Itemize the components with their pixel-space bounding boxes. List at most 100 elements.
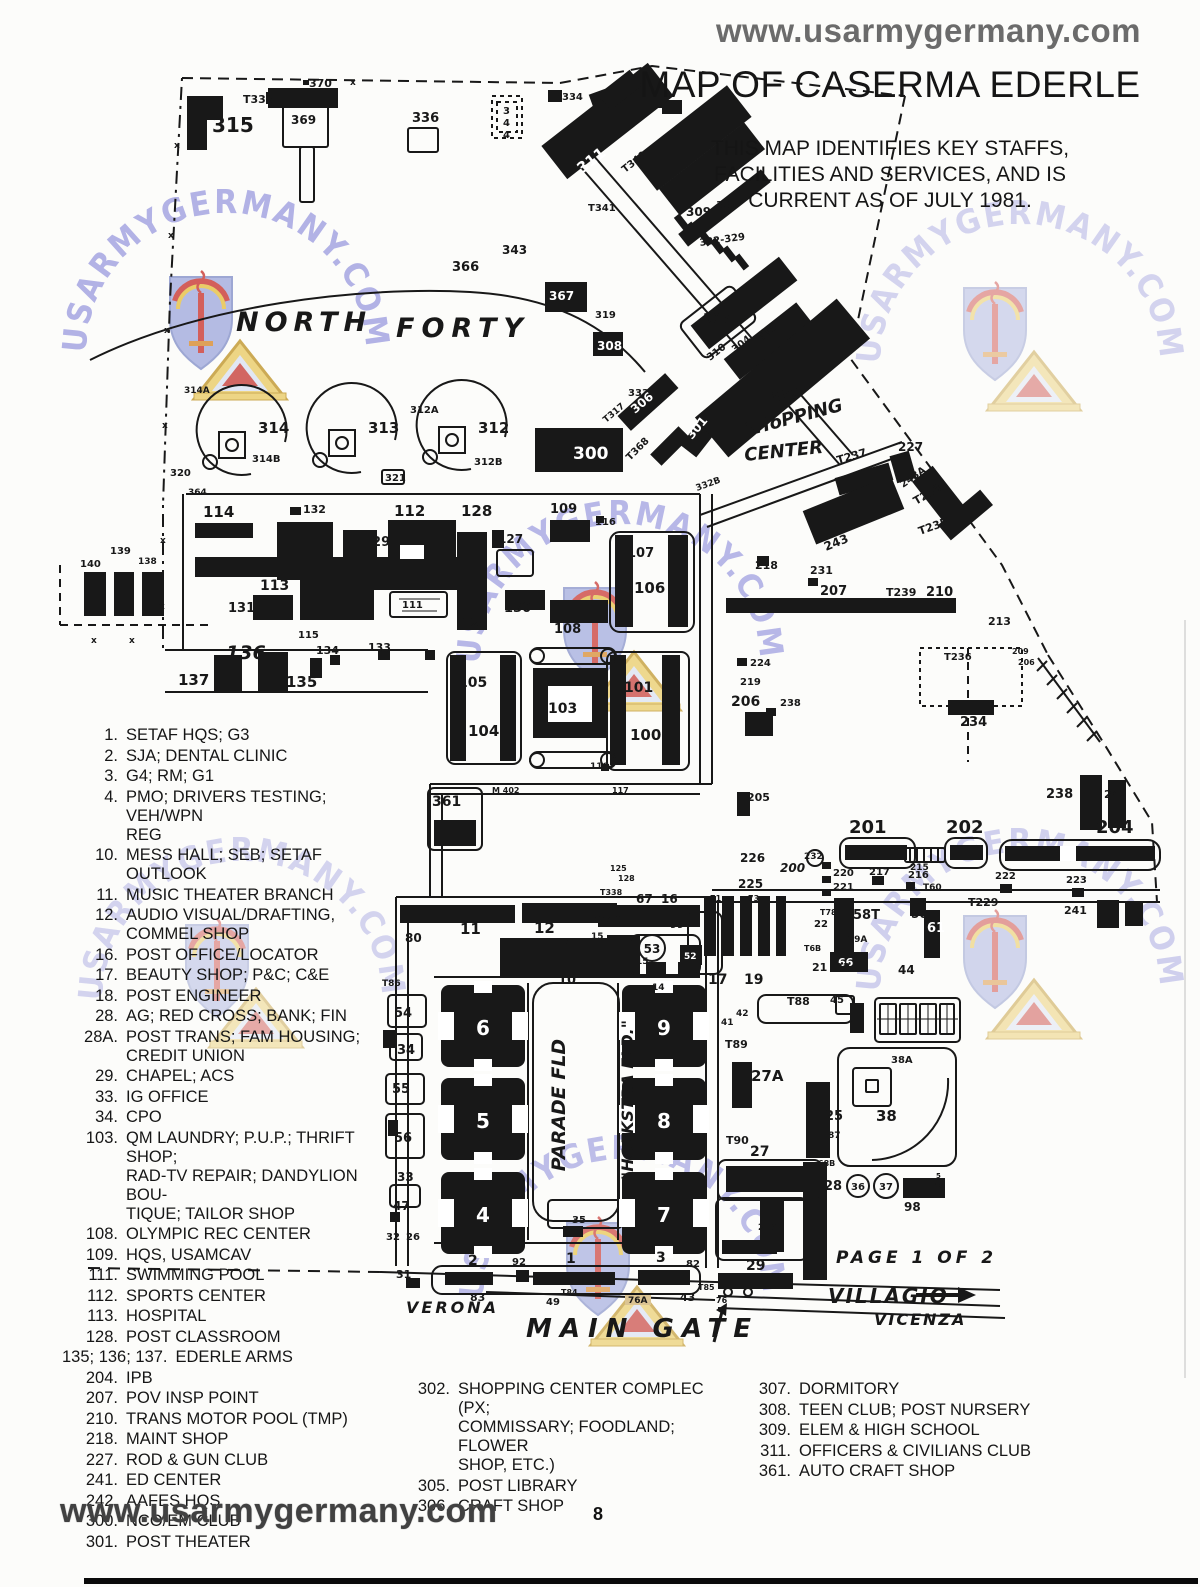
map-building-number: x (159, 602, 165, 612)
map-building (343, 530, 377, 580)
map-road-line (706, 452, 909, 528)
barracks-notch (474, 1059, 492, 1071)
map-building (678, 169, 771, 247)
legend-item-number: 29. (95, 1067, 118, 1085)
legend-item-text: BEAUTY SHOP; P&C; C&E (126, 966, 330, 984)
map-building-outline (629, 934, 701, 976)
map-road-line (712, 1307, 725, 1343)
map-building-number: 80 (405, 931, 422, 945)
map-building-number: 5 (476, 1109, 490, 1133)
map-building-number: 104 (468, 722, 499, 740)
legend-item: 361.AUTO CRAFT SHOP (727, 1462, 1077, 1481)
map-building (84, 572, 106, 616)
map-building (680, 945, 702, 965)
map-building-number: 82 (686, 1259, 700, 1270)
barracks-building (622, 1172, 706, 1254)
map-building-number: 367 (549, 289, 574, 303)
map-building (310, 658, 322, 678)
map-building-outline (299, 146, 315, 203)
legend-item: 311.OFFICERS & CIVILIANS CLUB (727, 1442, 1077, 1461)
map-building-number: 22 (814, 919, 828, 930)
map-building (492, 530, 504, 548)
map-building (658, 122, 766, 216)
map-circle-building (529, 648, 545, 664)
map-circle-building (723, 1287, 733, 1297)
map-building (1000, 884, 1012, 893)
arrow-head (716, 1303, 727, 1316)
legend-item-text: MAINT SHOP (126, 1430, 229, 1448)
legend-item: 112.SPORTS CENTER (62, 1287, 392, 1306)
map-building-outline (919, 1003, 937, 1035)
map-building-number: 101 (624, 680, 653, 696)
map-building-outline (389, 1033, 423, 1061)
map-building-number: 334 (562, 92, 583, 103)
baseball-infield (328, 429, 356, 457)
map-building-number: 56 (394, 1131, 412, 1146)
map-road-line (87, 1267, 381, 1273)
barracks-notch (512, 1012, 528, 1040)
map-building (834, 462, 894, 496)
map-building-number: 12 (534, 919, 555, 937)
legend-item: 111.SWIMMING POOL (62, 1266, 392, 1285)
map-building (378, 650, 390, 660)
page-title: MAP OF CASERMA EDERLE (639, 64, 1141, 105)
legend-item-number: 18. (95, 986, 118, 1005)
map-building-number: 312B (474, 457, 503, 468)
map-building-outline (687, 911, 723, 975)
map-building-number: 112 (394, 502, 425, 520)
map-building (938, 489, 993, 541)
map-building (910, 898, 926, 916)
legend-item: 218.MAINT SHOP (62, 1430, 392, 1449)
barracks-notch (512, 1105, 528, 1133)
map-building-number: 130 (504, 601, 531, 616)
legend-item-text: MUSIC THEATER BRANCH (126, 885, 334, 904)
map-building (722, 896, 734, 956)
map-building (388, 1120, 398, 1136)
map-building-number: T89 (725, 1038, 748, 1051)
map-building-number: 133 (368, 641, 391, 654)
legend-item-number: 135; 136; 137. (62, 1348, 168, 1366)
legend-item: 28.AG; RED CROSS; BANK; FIN (62, 1007, 392, 1026)
map-building-number: 205 (747, 791, 770, 804)
map-building (303, 80, 309, 85)
map-road-line (699, 441, 903, 516)
map-building-number: 28A (758, 1223, 778, 1233)
map-building-number: 366 (452, 260, 479, 275)
map-building-number: 5 (936, 1172, 941, 1180)
legend-item: 11.MUSIC THEATER BRANCH (62, 886, 392, 905)
map-building (330, 655, 340, 665)
map-building (425, 650, 435, 660)
map-building-number: 99 (670, 920, 684, 931)
map-building-number: 36 (851, 1182, 865, 1193)
legend-item: 301.POST THEATER (62, 1533, 392, 1552)
map-building-number: T88 (787, 995, 810, 1008)
arrow-head (958, 1287, 976, 1303)
map-building-outline (496, 549, 534, 577)
map-building (550, 520, 590, 542)
map-building-number: 1 (566, 1251, 576, 1267)
map-building-number: 76A (628, 1296, 648, 1306)
map-building-number: 32 (386, 1232, 400, 1243)
legend-item-number: 204. (85, 1368, 118, 1387)
legend-item-number: 308. (758, 1400, 791, 1419)
map-building-number: T85 (698, 1283, 715, 1292)
map-building (668, 535, 688, 627)
legend-item-number: 12. (95, 906, 118, 924)
map-building (834, 898, 854, 964)
scan-edge-line (84, 1578, 1198, 1584)
map-building-number: 129 (363, 535, 390, 550)
map-building (845, 845, 907, 860)
map-building-number: 43 (680, 1291, 695, 1304)
legend-item: 29.CHAPEL; ACS (62, 1067, 392, 1086)
map-building (924, 910, 940, 958)
map-building (697, 229, 714, 247)
map-building-number: 54 (394, 1006, 412, 1021)
legend-item-number: 28. (95, 1007, 118, 1025)
map-building-number: 34 (397, 1043, 415, 1058)
legend-item-number: 301. (85, 1532, 118, 1551)
legend-item-number: 309. (758, 1421, 791, 1439)
handwritten-map-label: CENTER (743, 437, 824, 466)
map-building-number: 238 (1046, 787, 1073, 802)
map-building-number: 14 (652, 983, 665, 993)
map-building-number: 308 (597, 339, 622, 353)
